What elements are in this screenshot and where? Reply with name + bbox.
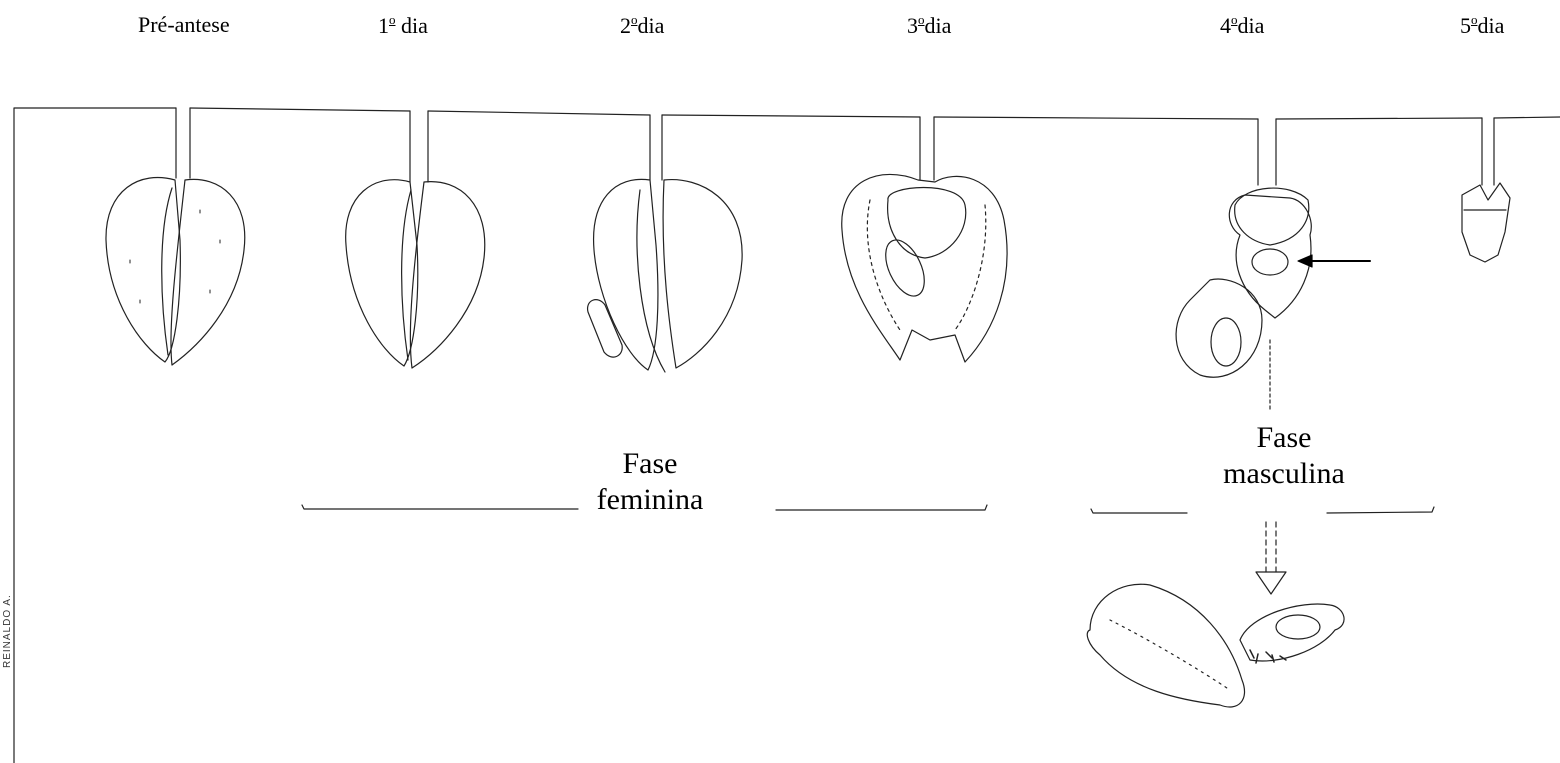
beetle-icon bbox=[1276, 615, 1320, 639]
male-phase-label: Fase masculina bbox=[1198, 420, 1370, 492]
pointer-arrow bbox=[1298, 255, 1370, 267]
phase-label-line: Fase bbox=[1198, 420, 1370, 456]
flower-bud-day-1 bbox=[346, 180, 485, 368]
female-phase-label: Fase feminina bbox=[580, 446, 720, 518]
phase-label-line: Fase bbox=[580, 446, 720, 482]
pedicel bbox=[176, 108, 190, 178]
flower-day-3 bbox=[842, 174, 1007, 362]
pedicel bbox=[650, 115, 662, 180]
beetle-icon bbox=[1252, 249, 1288, 275]
branch-line bbox=[662, 115, 920, 117]
flower-day-2 bbox=[588, 179, 743, 372]
female-phase-bracket-left bbox=[302, 505, 578, 509]
pedicel bbox=[1482, 118, 1494, 185]
opened-flower-with-beetle bbox=[1240, 604, 1344, 661]
artist-signature: REINALDO A. bbox=[2, 594, 13, 668]
branch-line bbox=[1494, 117, 1560, 118]
branch-line bbox=[428, 111, 650, 115]
fallen-petal bbox=[1087, 584, 1244, 707]
pedicel bbox=[1258, 119, 1276, 185]
beetle-icon bbox=[878, 234, 932, 302]
frame-border bbox=[14, 108, 176, 763]
flower-day-4 bbox=[1176, 188, 1311, 410]
flower-bud-pre-anthesis bbox=[106, 178, 245, 366]
phase-label-line: feminina bbox=[580, 482, 720, 518]
flower-day-5 bbox=[1462, 183, 1510, 262]
pedicel bbox=[410, 111, 428, 182]
male-phase-bracket-left bbox=[1091, 509, 1187, 513]
male-phase-bracket-right bbox=[1327, 507, 1434, 513]
beetle-icon bbox=[1211, 318, 1241, 366]
phase-label-line: masculina bbox=[1198, 456, 1370, 492]
stamen-cluster bbox=[888, 188, 966, 259]
branch-line bbox=[934, 117, 1258, 119]
branch-line bbox=[190, 108, 410, 111]
branch-line bbox=[1276, 118, 1482, 119]
female-phase-bracket-right bbox=[776, 505, 987, 510]
down-arrow bbox=[1256, 522, 1286, 594]
pedicel bbox=[920, 117, 934, 180]
